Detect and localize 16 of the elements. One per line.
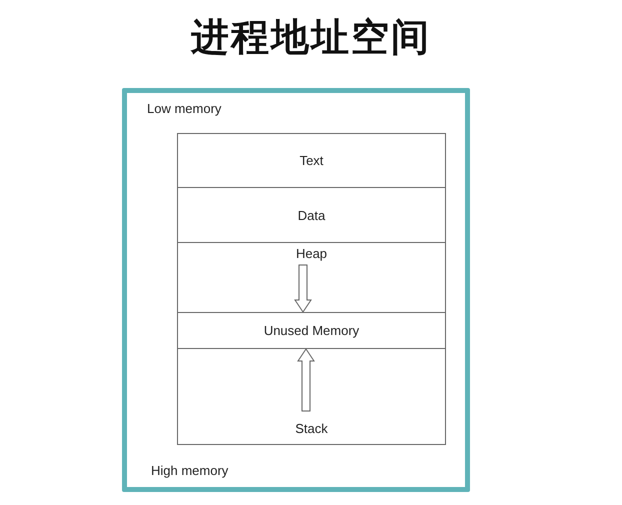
segment-label: Heap [296,245,328,261]
diagram-title: 进程地址空间 [190,13,432,61]
segment-label: Data [298,208,326,222]
memory-segment [177,133,446,188]
segment-label: Unused Memory [264,323,360,338]
arrow [294,264,312,313]
memory-segment [177,242,446,313]
arrow [297,348,315,412]
memory-segment [177,348,446,445]
memory-segment [177,312,446,349]
memory-frame [122,88,470,492]
segment-label: Text [300,153,324,168]
segment-label: Stack [295,421,328,438]
memory-segment [177,187,446,243]
corner-label: Low memory [147,101,222,116]
corner-label: High memory [151,463,228,478]
